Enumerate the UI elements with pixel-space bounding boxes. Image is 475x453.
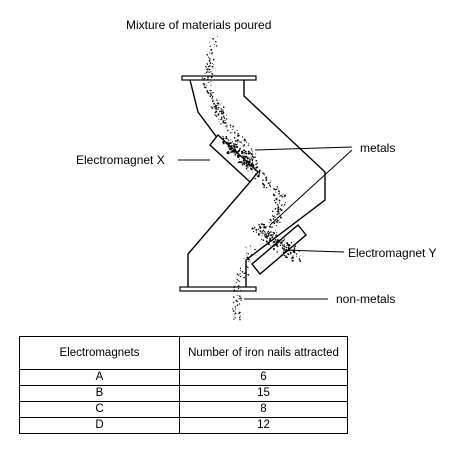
electromagnet-x-label: Electromagnet X [76,153,165,167]
chute-left-wall [187,79,251,287]
table-row: B 15 [19,385,348,402]
table-header-row: Electromagnets Number of iron nails attr… [19,336,348,370]
top-flange [181,75,257,81]
mixture-label: Mixture of materials poured [126,18,271,32]
bottom-flange [179,286,257,292]
table-cell: 6 [179,369,348,386]
table-cell: 15 [179,385,348,402]
table-row: D 12 [19,417,348,434]
table-row: A 6 [19,369,348,386]
metals-leader-2 [269,149,353,226]
non-metals-label: non-metals [336,292,395,306]
table-cell: C [19,401,180,418]
metals-label: metals [360,141,395,155]
table-header-cell: Number of iron nails attracted [179,336,348,370]
table-cell: A [19,369,180,386]
table-row: C 8 [19,401,348,418]
metals-leader-1 [254,146,353,151]
table-cell: 12 [179,417,348,434]
electromagnet-y-label: Electromagnet Y [348,246,437,260]
table-cell: D [19,417,180,434]
chute-right-wall [243,80,326,287]
table-cell: 8 [179,401,348,418]
electromagnet-y-leader [282,249,345,253]
table-header-cell: Electromagnets [19,336,180,370]
table-cell: B [19,385,180,402]
electromagnet-x [209,133,259,184]
electromagnet-table: Electromagnets Number of iron nails attr… [19,336,348,434]
